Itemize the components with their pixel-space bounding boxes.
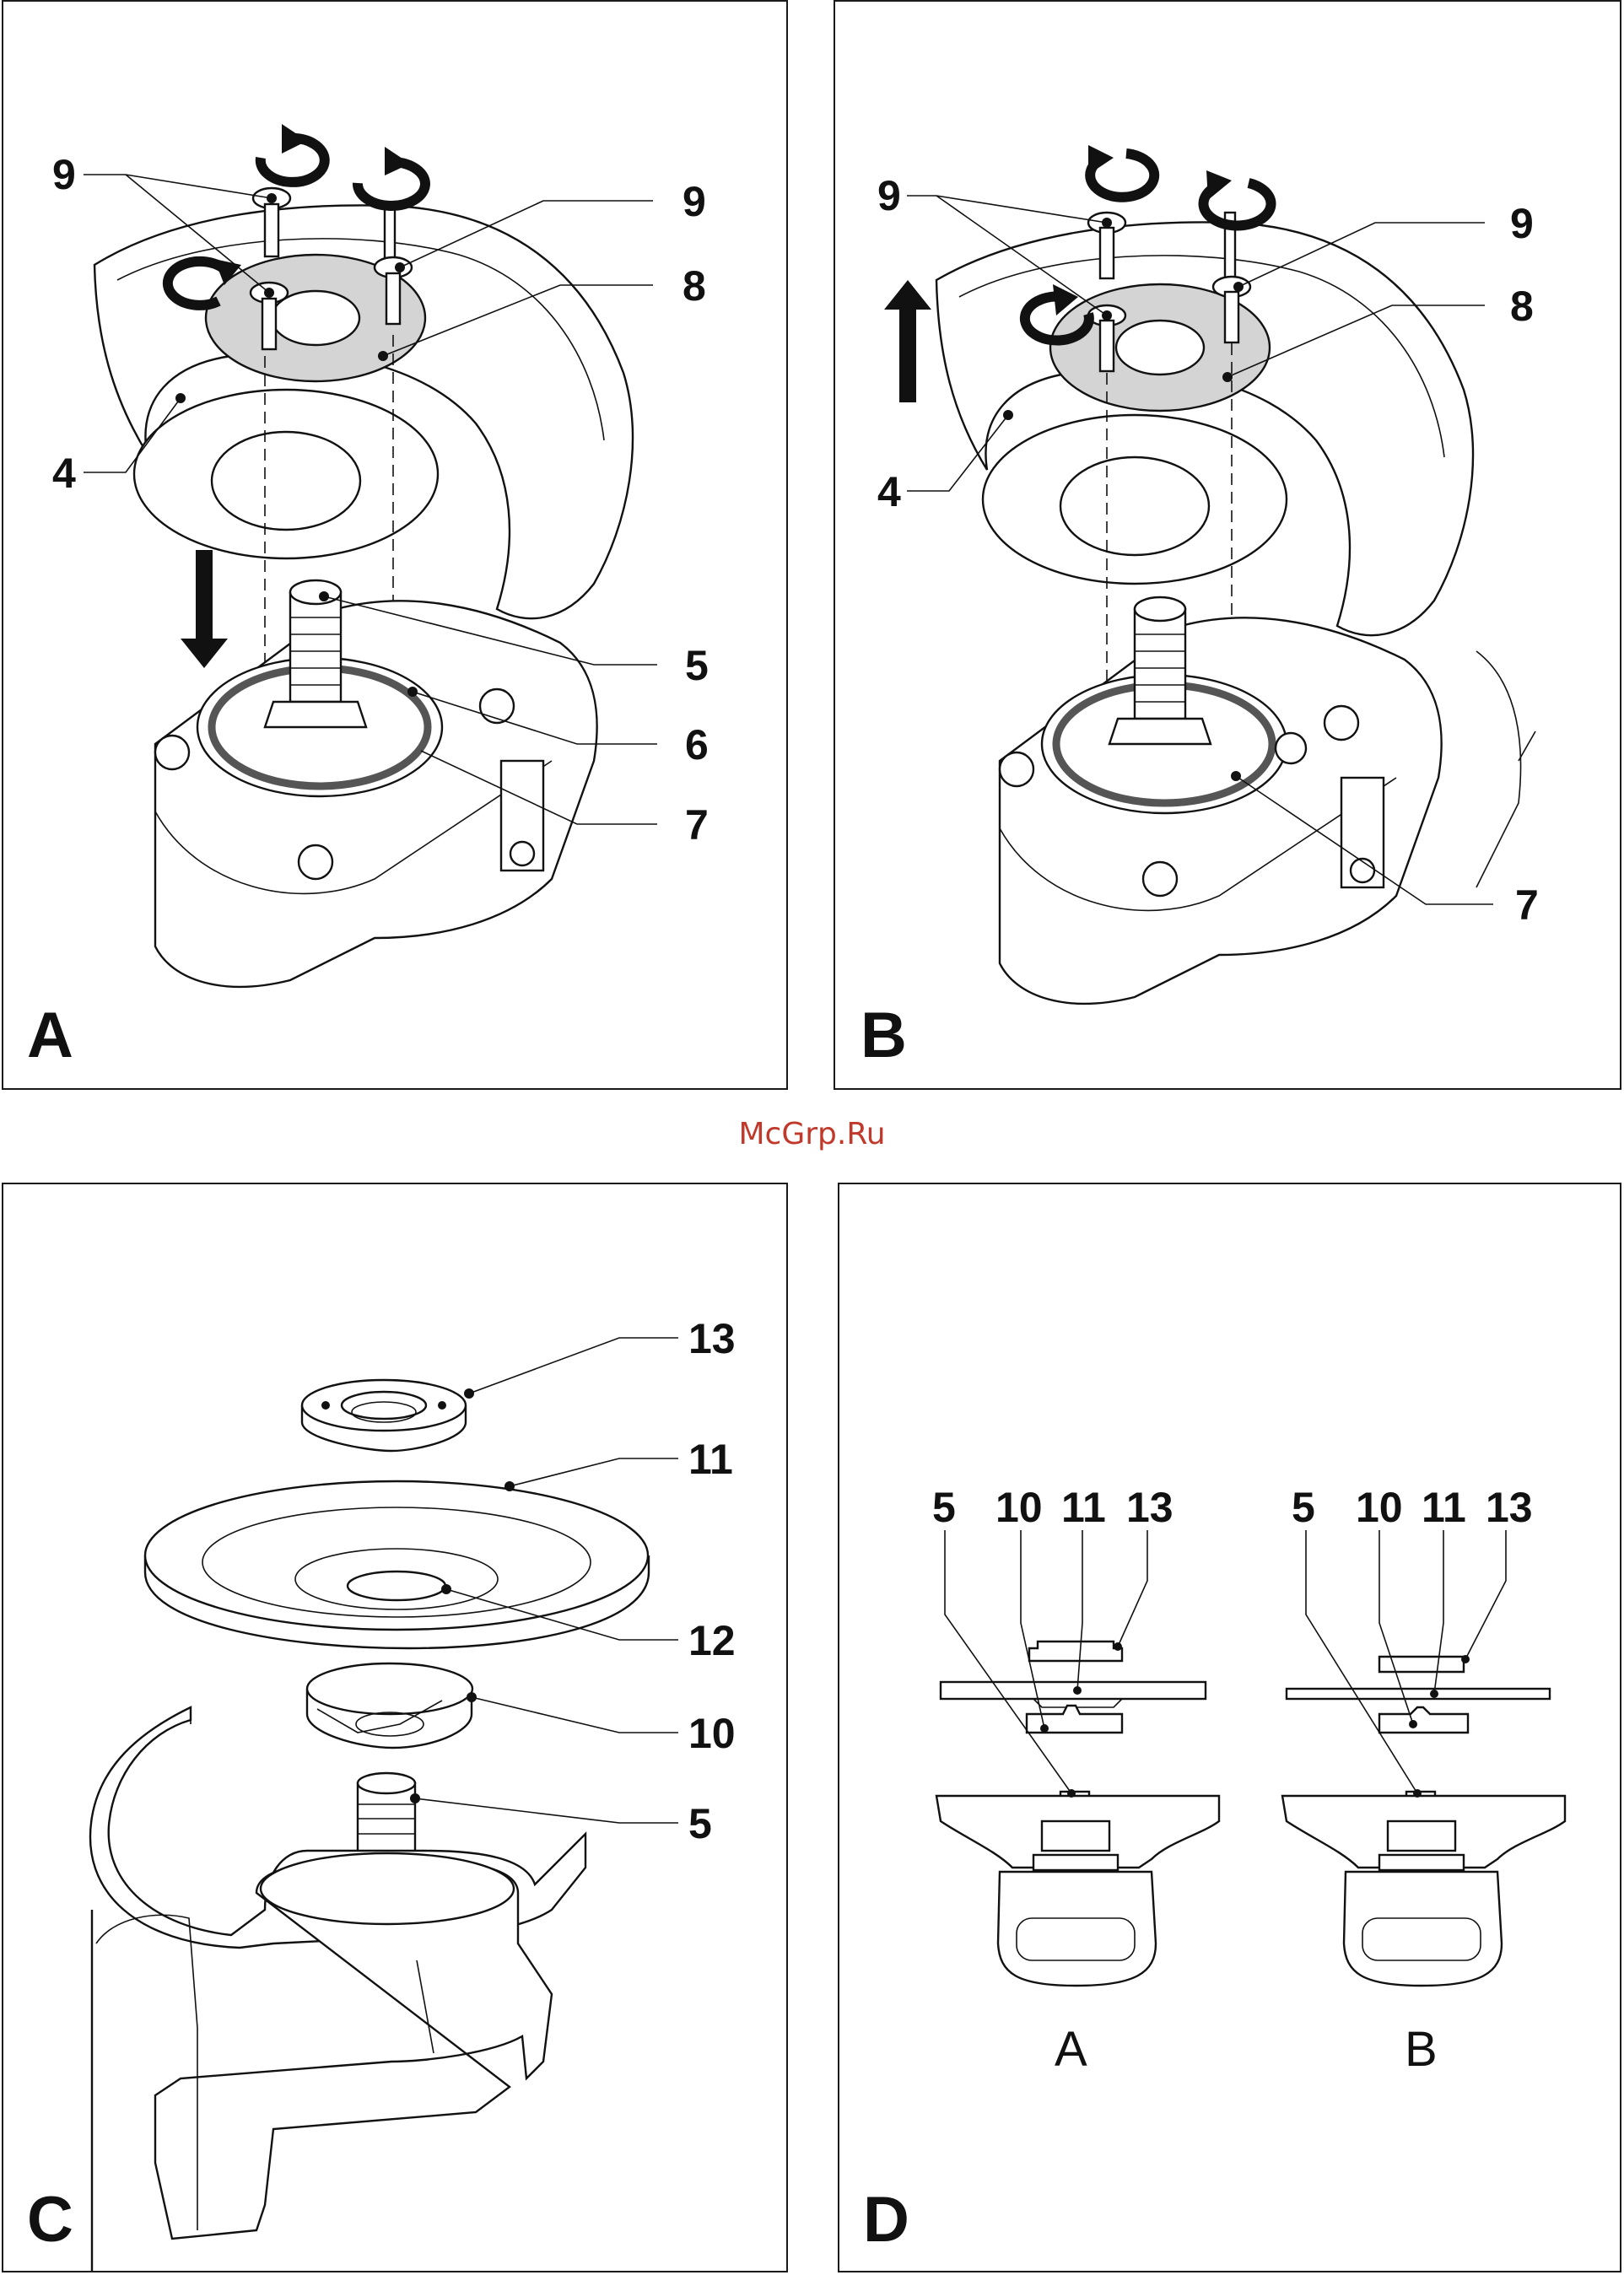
- callout-7: 7: [685, 801, 709, 849]
- watermark: McGrp.Ru: [0, 1117, 1624, 1151]
- callout-10: 10: [1356, 1484, 1403, 1531]
- callout-9: 9: [683, 178, 706, 225]
- housing-bolt: [1325, 706, 1358, 740]
- housing-bolt: [1276, 733, 1306, 763]
- assembly-caption: A: [1055, 2022, 1087, 2077]
- panel-a-drawing: 9 9 8 4 5 6 7: [3, 2, 788, 1090]
- grinding-disc: [145, 1481, 649, 1648]
- housing-bolt: [1000, 752, 1033, 786]
- callout-11: 11: [1422, 1484, 1466, 1531]
- callout-5: 5: [688, 1800, 712, 1847]
- housing-bolt: [299, 845, 332, 879]
- callout-13: 13: [1486, 1484, 1533, 1531]
- housing-bolt: [155, 736, 189, 769]
- down-arrow-icon: [181, 550, 228, 668]
- callout-5: 5: [685, 642, 709, 689]
- panel-letter: A: [27, 1004, 73, 1068]
- callout-11: 11: [688, 1436, 733, 1483]
- panel-c-drawing: 13 11 12 10 5: [3, 1184, 788, 2272]
- panel-a: 9 9 8 4 5 6 7 A: [2, 0, 788, 1090]
- callout-13: 13: [1126, 1484, 1173, 1531]
- callout-10: 10: [995, 1484, 1043, 1531]
- panel-b-drawing: 9 9 8 4 7: [835, 2, 1621, 1090]
- callout-8: 8: [1510, 283, 1534, 330]
- callout-9: 9: [877, 172, 901, 219]
- callout-10: 10: [688, 1710, 736, 1757]
- callout-7: 7: [1515, 881, 1539, 929]
- callout-9: 9: [52, 151, 76, 198]
- panel-letter: C: [27, 2188, 73, 2252]
- spindle: [358, 1773, 415, 1856]
- housing-bolt: [1143, 862, 1177, 896]
- callout-4: 4: [52, 450, 76, 497]
- callout-5: 5: [1292, 1484, 1315, 1531]
- flange-nut: [302, 1380, 466, 1451]
- callout-13: 13: [688, 1315, 736, 1362]
- up-arrow-icon: [884, 280, 931, 402]
- panel-b: 9 9 8 4 7 B: [834, 0, 1621, 1090]
- callout-9: 9: [1510, 200, 1534, 247]
- panel-d: 5 10 11 13 A 5: [838, 1183, 1621, 2272]
- callout-5: 5: [932, 1484, 956, 1531]
- callout-12: 12: [688, 1617, 736, 1664]
- panel-c: 13 11 12 10 5 C: [2, 1183, 788, 2272]
- callout-8: 8: [683, 262, 706, 310]
- panel-letter: D: [863, 2188, 909, 2252]
- callout-6: 6: [685, 721, 709, 768]
- callout-11: 11: [1061, 1484, 1106, 1531]
- inner-flange: [307, 1663, 472, 1748]
- panel-letter: B: [861, 1004, 907, 1068]
- panel-d-drawing: 5 10 11 13 A 5: [839, 1184, 1621, 2272]
- assembly-b: [1282, 1657, 1565, 1986]
- callout-4: 4: [877, 468, 901, 515]
- assembly-caption: B: [1405, 2022, 1438, 2077]
